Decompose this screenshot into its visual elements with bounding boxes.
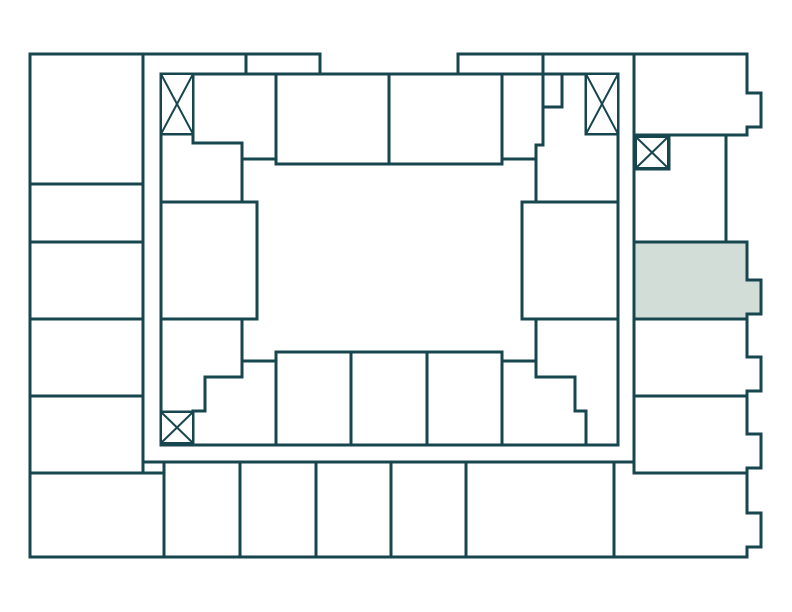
unit-south-2[interactable] xyxy=(238,460,318,559)
unit-west-4[interactable] xyxy=(28,317,145,398)
elevator-icon xyxy=(635,136,669,169)
unit-south-inner-2[interactable] xyxy=(274,350,353,447)
east-wing xyxy=(632,52,763,475)
unit-southwest-corner[interactable] xyxy=(28,471,166,559)
unit-south-inner-4[interactable] xyxy=(425,350,504,447)
inner-ring xyxy=(159,72,620,447)
unit-south-4[interactable] xyxy=(389,460,468,559)
elevator-icon xyxy=(585,73,619,135)
courtyard-edge-north xyxy=(240,72,564,166)
unit-east-7[interactable] xyxy=(632,394,763,475)
unit-east-1[interactable] xyxy=(632,52,763,137)
unit-west-2[interactable] xyxy=(28,182,145,244)
unit-north-inner-3[interactable] xyxy=(387,72,504,166)
unit-south-inner-3[interactable] xyxy=(349,350,429,447)
unit-north-inner-2[interactable] xyxy=(274,72,391,166)
unit-west-1[interactable] xyxy=(28,52,145,186)
unit-west-5[interactable] xyxy=(28,394,145,475)
unit-east-6[interactable] xyxy=(632,317,763,398)
unit-south-3[interactable] xyxy=(314,460,393,559)
west-wing xyxy=(28,52,166,559)
unit-west-inner-1[interactable] xyxy=(159,132,244,204)
south-wing xyxy=(162,460,763,559)
north-wing xyxy=(141,52,636,464)
unit-east-5[interactable] xyxy=(632,240,763,321)
elevator-icon xyxy=(160,411,194,444)
unit-east-inner-1[interactable] xyxy=(520,200,620,321)
elevator-icons xyxy=(160,73,669,444)
unit-south-inner-5[interactable] xyxy=(500,359,588,447)
unit-south-5[interactable] xyxy=(464,460,616,559)
unit-southeast-corner[interactable] xyxy=(612,460,763,559)
building-outline xyxy=(141,52,636,464)
elevator-icon xyxy=(160,73,194,135)
unit-west-inner-2[interactable] xyxy=(159,200,259,321)
unit-west-3[interactable] xyxy=(28,240,145,321)
unit-south-1[interactable] xyxy=(162,460,242,559)
